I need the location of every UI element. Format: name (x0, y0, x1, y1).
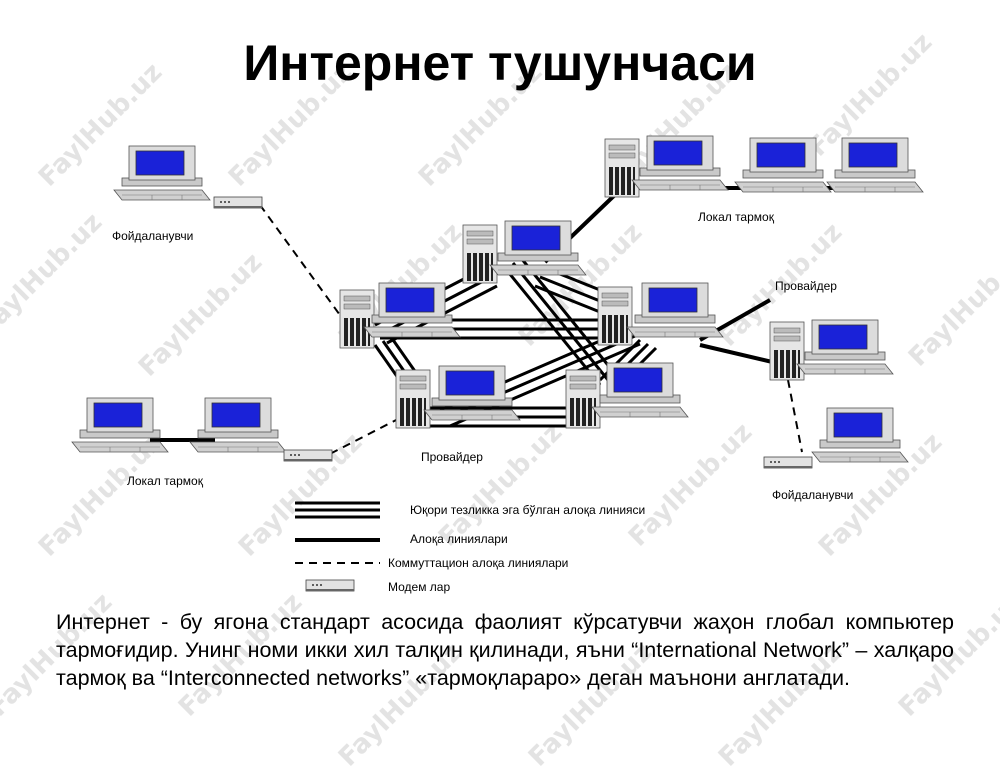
legend-switched-label: Коммуттацион алоқа линиялари (388, 556, 569, 570)
server-lan-top (604, 138, 640, 198)
description-paragraph: Интернет - бу ягона стандарт асосида фао… (56, 610, 954, 690)
pc-left-node (363, 282, 461, 338)
slide: FaylHub.uz FaylHub.uz FaylHub.uz FaylHub… (0, 27, 1000, 772)
pc-lan-top-2 (734, 137, 832, 193)
label-provider-right: Провайдер (775, 279, 837, 293)
pc-provider-right (796, 319, 894, 375)
label-user-right: Фойдаланувчи (772, 488, 854, 502)
server-left (339, 289, 375, 349)
server-bottom-right (565, 369, 601, 429)
server-top (462, 224, 498, 284)
legend-modem-symbol (305, 579, 355, 592)
server-provider-right (769, 321, 805, 381)
pc-lan-left-2 (189, 397, 287, 453)
pc-right-node (626, 282, 724, 338)
pc-user-top-left (113, 145, 211, 201)
network-diagram (71, 135, 924, 592)
label-user-top: Фойдаланувчи (112, 229, 194, 243)
server-right-node (597, 286, 633, 346)
modem-top-left (213, 196, 263, 209)
pc-lan-top-3 (826, 137, 924, 193)
label-lan-left: Локал тармоқ (127, 474, 203, 488)
modem-bottom-left (283, 449, 333, 462)
label-provider-center: Провайдер (421, 450, 483, 464)
pc-bottom-right (591, 362, 689, 418)
server-bottom-left (395, 369, 431, 429)
pc-lan-top-1 (631, 135, 729, 191)
modem-bottom-right (763, 456, 813, 469)
legend-high-speed-label: Юқори тезликка эга бўлган алоқа линияси (410, 503, 646, 517)
pc-lan-left-1 (71, 397, 169, 453)
legend-high-speed-symbol (295, 501, 380, 519)
legend-modem-label: Модем лар (388, 580, 451, 594)
pc-user-right (811, 407, 909, 463)
label-lan-top: Локал тармоқ (698, 210, 774, 224)
page-title: Интернет тушунчаси (243, 35, 757, 91)
pc-top-node (489, 220, 587, 276)
legend-link-label: Алоқа линиялари (410, 532, 508, 546)
